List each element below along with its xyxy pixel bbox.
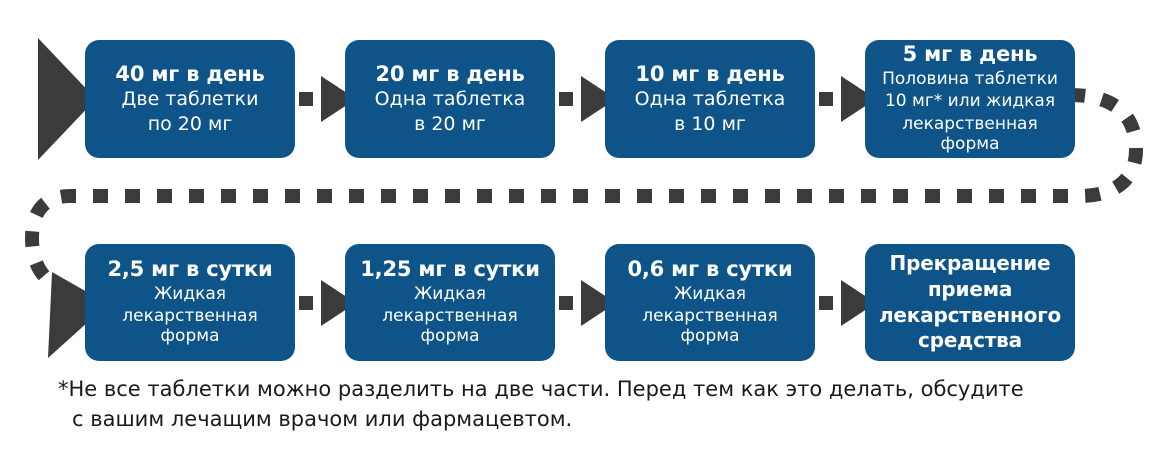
step-subtitle-line3: лекарственная форма [902,113,1038,155]
step-subtitle-line2: в 20 мг [414,112,486,135]
step-subtitle-line1: Жидкая [413,283,487,304]
dash-square [819,92,833,106]
step-subtitle-line2: 10 мг* или жидкая [884,91,1056,112]
step-subtitle-line2: по 20 мг [147,112,233,135]
step-title: 1,25 мг в сутки [360,257,540,282]
footnote: *Не все таблетки можно разделить на две … [58,374,1118,435]
step-subtitle-line1: Одна таблетка [374,88,526,111]
step-box-10mg[interactable]: 10 мг в день Одна таблетка в 10 мг [605,40,815,158]
step-title: 20 мг в день [375,61,525,86]
step-box-40mg[interactable]: 40 мг в день Две таблетки по 20 мг [85,40,295,158]
step-subtitle-line2: в 10 мг [674,112,746,135]
step-box-20mg[interactable]: 20 мг в день Одна таблетка в 20 мг [345,40,555,158]
footnote-line-1: *Не все таблетки можно разделить на две … [58,377,1024,401]
step-subtitle-line1: Одна таблетка [634,88,786,111]
dash-square [299,92,313,106]
dash-square [559,296,573,310]
step-title: 5 мг в день [902,42,1038,67]
step-subtitle-line1: Жидкая [673,283,747,304]
step-subtitle-line1: Жидкая [153,283,227,304]
step-box-5mg[interactable]: 5 мг в день Половина таблетки 10 мг* или… [865,40,1075,158]
step-subtitle-line1: Две таблетки [121,88,259,111]
step-subtitle-line2: лекарственная форма [642,306,778,347]
step-box-stop-medication[interactable]: Прекращение приема лекарственного средст… [865,244,1075,361]
step-title: 0,6 мг в сутки [627,257,793,282]
step-subtitle-line2: лекарственная форма [122,306,258,347]
step-title: 10 мг в день [635,61,785,86]
step-box-0-6mg[interactable]: 0,6 мг в сутки Жидкая лекарственная форм… [605,244,815,361]
dash-square [559,92,573,106]
step-box-1-25mg[interactable]: 1,25 мг в сутки Жидкая лекарственная фор… [345,244,555,361]
dash-square [299,296,313,310]
dash-square [819,296,833,310]
step-title: Прекращение приема лекарственного средст… [878,251,1062,353]
footnote-line-2: с вашим лечащим врачом или фармацевтом. [72,407,573,432]
step-subtitle-line2: лекарственная форма [382,306,518,347]
step-subtitle-line1: Половина таблетки [882,68,1058,89]
step-title: 2,5 мг в сутки [107,257,273,282]
step-box-2-5mg[interactable]: 2,5 мг в сутки Жидкая лекарственная форм… [85,244,295,361]
step-title: 40 мг в день [115,61,265,86]
